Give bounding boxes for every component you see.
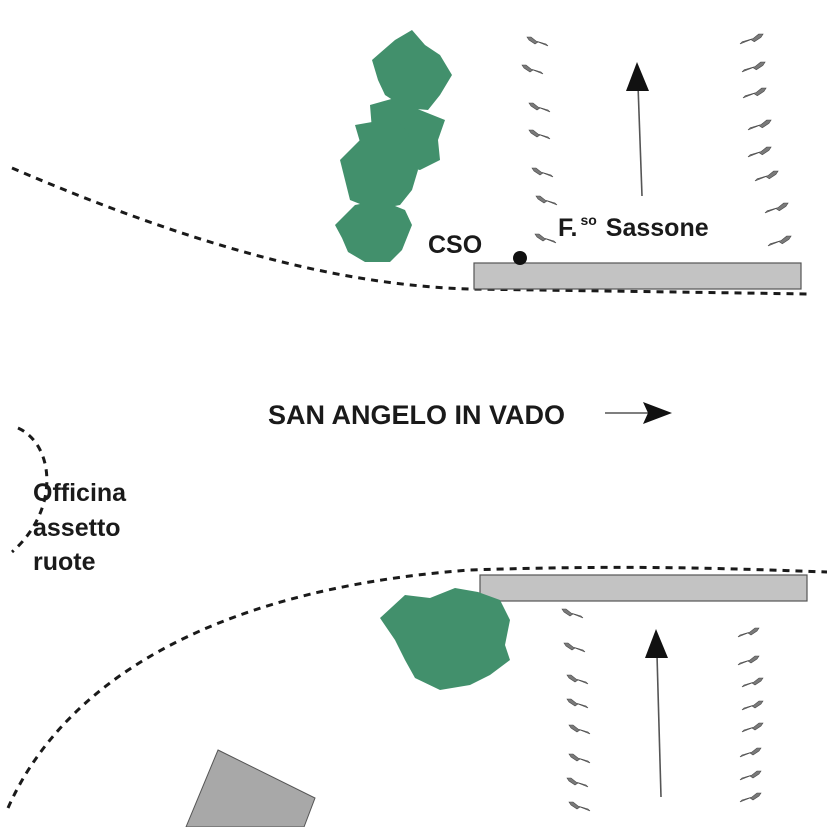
- tree-icon: [563, 642, 586, 653]
- tree-icon: [737, 655, 760, 666]
- bridge-parapet-north: [473, 262, 802, 290]
- tree-icon: [566, 777, 589, 788]
- tree-icon: [747, 119, 772, 131]
- workshop-label-line3: ruote: [33, 548, 96, 576]
- arrow-up-icon: [645, 629, 668, 658]
- tree-icon: [566, 698, 589, 709]
- tree-icon: [566, 674, 589, 685]
- cso-point: [513, 251, 527, 265]
- tree-icon: [534, 233, 557, 244]
- road-edge-south: [6, 565, 827, 809]
- tree-icon: [528, 102, 551, 113]
- river-prefix: F.: [558, 214, 577, 242]
- arrow-up-icon: [626, 62, 649, 91]
- cso-label: CSO: [428, 231, 482, 259]
- tree-row-south-right: [737, 627, 764, 803]
- building: [185, 749, 316, 827]
- tree-icon: [739, 747, 762, 758]
- bridge-parapet-south: [479, 574, 808, 602]
- tree-row-north-left: [521, 36, 558, 244]
- tree-row-south-left: [561, 608, 591, 812]
- tree-icon: [741, 677, 764, 688]
- workshop-label-line2: assetto: [33, 514, 121, 542]
- river-name: Sassone: [606, 214, 709, 242]
- river-label: F.so Sassone: [558, 212, 709, 242]
- flow-arrow-north: [626, 62, 649, 197]
- tree-icon: [741, 61, 766, 73]
- workshop-label-line1: Officina: [33, 479, 127, 507]
- direction-arrow: [605, 402, 672, 424]
- tree-icon: [741, 700, 764, 711]
- tree-icon: [767, 235, 792, 247]
- arrow-right-icon: [643, 402, 672, 424]
- road-edge-north: [11, 166, 811, 296]
- tree-icon: [568, 753, 591, 764]
- tree-icon: [737, 627, 760, 638]
- tree-icon: [568, 801, 591, 812]
- tree-icon: [747, 146, 772, 158]
- tree-icon: [561, 608, 584, 619]
- flow-arrow-south: [645, 629, 668, 798]
- tree-icon: [764, 202, 789, 214]
- tree-icon: [754, 170, 779, 182]
- direction-label: SAN ANGELO IN VADO: [268, 400, 565, 430]
- vegetation-south: [380, 588, 510, 690]
- tree-icon: [741, 722, 764, 733]
- tree-icon: [739, 792, 762, 803]
- river-superscript: so: [580, 212, 596, 228]
- tree-icon: [531, 167, 554, 178]
- vegetation-north: [335, 30, 452, 262]
- tree-icon: [528, 129, 551, 140]
- tree-icon: [739, 770, 762, 781]
- tree-icon: [742, 87, 767, 99]
- tree-icon: [535, 195, 558, 206]
- workshop-boundary: [11, 426, 49, 554]
- tree-icon: [521, 64, 544, 75]
- tree-icon: [568, 724, 591, 735]
- tree-icon: [526, 36, 549, 47]
- tree-icon: [739, 33, 764, 45]
- tree-row-north-right: [739, 33, 792, 247]
